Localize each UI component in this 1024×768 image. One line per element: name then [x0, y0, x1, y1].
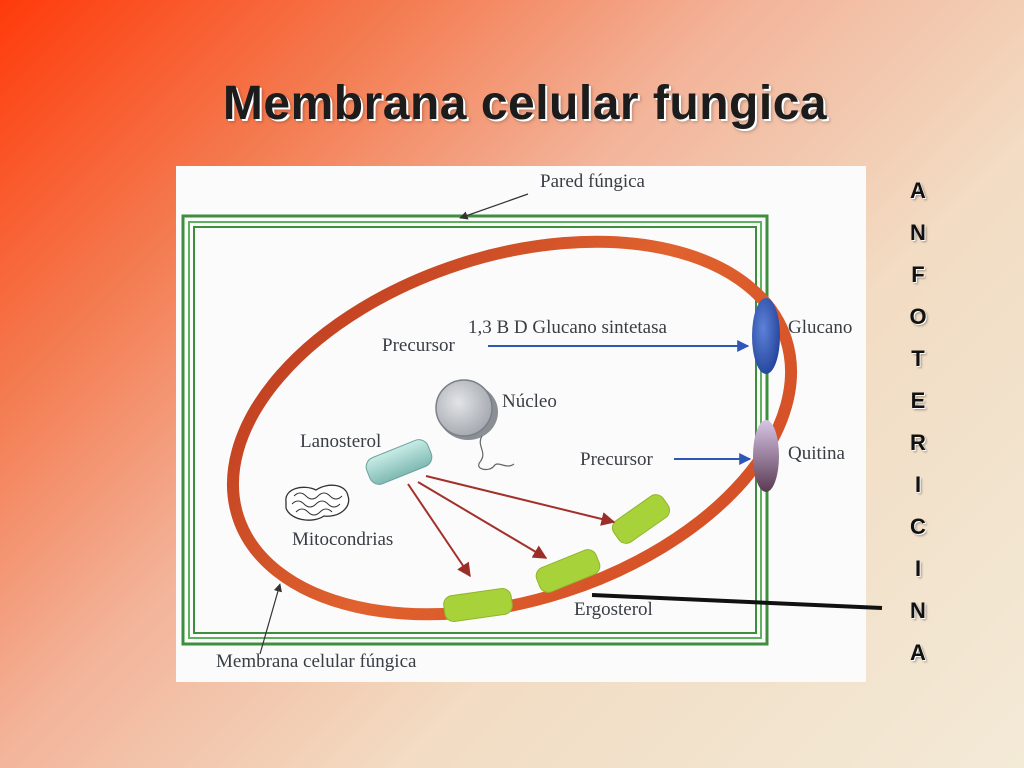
side-letter: O	[909, 304, 927, 329]
label-glucan-synthase: 1,3 B D Glucano sintetasa	[468, 317, 667, 338]
glucan-shape	[752, 298, 780, 374]
side-letter: I	[914, 472, 922, 497]
side-letter: N	[910, 220, 926, 245]
synthesis-arrows	[407, 475, 616, 578]
label-lanosterol: Lanosterol	[300, 431, 382, 452]
label-chitin: Quitina	[788, 443, 845, 464]
side-letter: T	[911, 346, 925, 371]
side-letter: R	[910, 430, 926, 455]
label-cell-wall: Pared fúngica	[540, 171, 645, 192]
membrane-pointer-arrow	[259, 583, 282, 655]
mitochondria-shape	[285, 484, 350, 521]
ergosterol-segments	[443, 494, 670, 622]
label-precursor-glucan: Precursor	[382, 335, 455, 356]
label-precursor-chitin: Precursor	[580, 449, 653, 470]
side-vertical-word: A N F O T E R I C I N A	[902, 170, 934, 674]
side-letter: C	[910, 514, 926, 539]
fungal-membrane	[226, 235, 798, 621]
side-letter: N	[910, 598, 926, 623]
side-letter: F	[911, 262, 925, 287]
side-letter: A	[910, 178, 926, 203]
label-nucleus: Núcleo	[502, 391, 557, 412]
cell-diagram-graphic	[181, 193, 798, 655]
wall-pointer-arrow	[459, 193, 529, 220]
label-ergosterol: Ergosterol	[574, 599, 653, 620]
chitin-shape	[753, 420, 779, 492]
lanosterol-shape	[365, 439, 433, 485]
label-mitochondria: Mitocondrias	[292, 529, 394, 550]
side-letter: A	[910, 640, 926, 665]
side-letter: E	[910, 388, 926, 413]
slide-title: Membrana celular fungica	[222, 77, 828, 130]
label-glucan: Glucano	[788, 317, 853, 338]
label-membrane: Membrana celular fúngica	[216, 651, 417, 672]
side-letter: I	[914, 556, 922, 581]
nucleus-shape	[435, 379, 515, 471]
cell-diagram: Pared fúngica 1,3 B D Glucano sintetasa …	[176, 166, 866, 682]
